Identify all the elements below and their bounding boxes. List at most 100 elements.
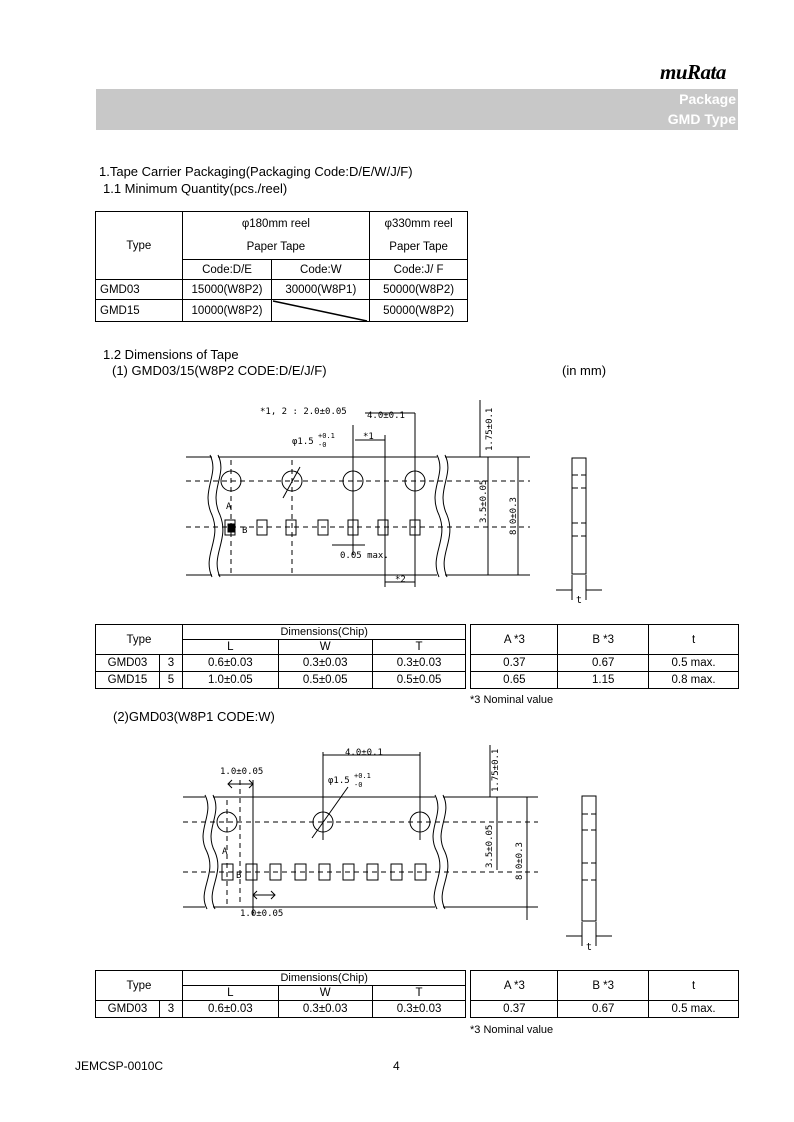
label-b: B	[236, 871, 241, 881]
dims-t-cell: 0.5±0.05	[371, 671, 467, 689]
nominal-note-2: *3 Nominal value	[470, 1024, 554, 1036]
unit-label: (in mm)	[562, 363, 607, 378]
dims-tt-cell: 0.5 max.	[648, 1000, 739, 1018]
dims-tcol-header: T	[371, 639, 467, 655]
qty-type-cell: GMD15	[95, 299, 183, 322]
label-a: A	[226, 502, 232, 512]
chip-pitch-bottom: 1.0±0.05	[240, 909, 283, 919]
dims-type-cell: GMD03	[95, 654, 160, 672]
dims-type-cell: GMD03	[95, 1000, 160, 1018]
dims-a-cell: 0.65	[470, 671, 559, 689]
table-row: GMD03 3 0.6±0.03 0.3±0.03 0.3±0.03 0.37 …	[95, 654, 739, 672]
section12-title: 1.2 Dimensions of Tape	[103, 347, 239, 362]
qty-type-cell: GMD03	[95, 279, 183, 300]
dims-type-header: Type	[95, 624, 183, 655]
qty-w-cell: 30000(W8P1)	[271, 279, 371, 300]
dims-type-cell: GMD15	[95, 671, 160, 689]
section1-title: 1.Tape Carrier Packaging(Packaging Code:…	[99, 164, 413, 179]
table-row: GMD15 5 1.0±0.05 0.5±0.05 0.5±0.05 0.65 …	[95, 671, 739, 689]
dims-w-header: W	[277, 985, 373, 1001]
qty-w-cell-na	[271, 299, 371, 322]
dims-code-cell: 5	[158, 671, 183, 689]
table-row: GMD03 3 0.6±0.03 0.3±0.03 0.3±0.03 0.37 …	[95, 1000, 739, 1018]
dims-l-cell: 0.6±0.03	[181, 1000, 279, 1018]
dims-b-header: B *3	[557, 970, 650, 1001]
qty-paper-tape-330: Paper Tape	[369, 235, 468, 260]
dims-t-cell: 0.3±0.03	[371, 1000, 467, 1018]
dims-l-header: L	[181, 639, 279, 655]
dims-b-cell: 0.67	[557, 654, 650, 672]
pitch-label: 4.0±0.1	[367, 411, 405, 421]
dims-l-cell: 1.0±0.05	[181, 671, 279, 689]
note-star12: *1, 2 : 2.0±0.05	[260, 407, 347, 417]
star1-label: *1	[363, 432, 374, 442]
qty-type-header: Type	[95, 211, 183, 280]
section12-sub2: (2)GMD03(W8P1 CODE:W)	[113, 709, 275, 724]
hole-tol-minus: -0	[354, 781, 362, 789]
header-banner: Package GMD Type	[96, 89, 738, 130]
dims-t-header: t	[648, 624, 739, 655]
row-dim: 3.5±0.05	[485, 825, 495, 868]
label-b: B	[242, 526, 247, 536]
chip-dims-table-1: Type Dimensions(Chip) A *3 B *3 t L W T …	[95, 624, 739, 689]
dims-w-cell: 0.3±0.03	[277, 1000, 373, 1018]
banner-type: GMD Type	[667, 111, 736, 127]
dims-b-cell: 0.67	[557, 1000, 650, 1018]
edge-dim: 1.75±0.1	[491, 749, 501, 792]
qty-jf-cell: 50000(W8P2)	[369, 299, 468, 322]
min-quantity-table: Type φ180mm reel φ330mm reel Paper Tape …	[95, 211, 468, 322]
qty-reel330-header: φ330mm reel	[369, 211, 468, 236]
dims-b-header: B *3	[557, 624, 650, 655]
nominal-note-1: *3 Nominal value	[470, 694, 554, 706]
dims-a-header: A *3	[470, 970, 559, 1001]
qty-de-cell: 15000(W8P2)	[181, 279, 273, 300]
qty-paper-tape-180: Paper Tape	[181, 235, 371, 260]
edge-dim: 1.75±0.1	[485, 408, 495, 451]
hole-tol-minus: -0	[318, 441, 326, 449]
hole-tol-plus: +0.1	[318, 432, 335, 440]
row-dim: 3.5±0.05	[479, 480, 489, 523]
dims-code-cell: 3	[158, 1000, 183, 1018]
page-number: 4	[393, 1059, 400, 1073]
dims-w-header: W	[277, 639, 373, 655]
width-dim: 8.0±0.3	[515, 842, 525, 880]
hole-diameter-label: φ1.5	[328, 776, 350, 786]
tape-diagram-w8p2: *1, 2 : 2.0±0.05 4.0±0.1 φ1.5 +0.1 -0 *1…	[186, 400, 602, 606]
dims-a-cell: 0.37	[470, 1000, 559, 1018]
murata-logo: muRata	[660, 60, 726, 84]
tape-diagram-w8p1: 4.0±0.1 1.0±0.05 1.0±0.05 φ1.5 +0.1 -0 A…	[183, 745, 612, 953]
qty-reel180-header: φ180mm reel	[181, 211, 371, 236]
qty-code-w: Code:W	[271, 259, 371, 280]
dims-b-cell: 1.15	[557, 671, 650, 689]
dims-tcol-header: T	[371, 985, 467, 1001]
star2-label: *2	[395, 575, 406, 585]
dims-t-cell: 0.3±0.03	[371, 654, 467, 672]
chip-dims-table-2: Type Dimensions(Chip) A *3 B *3 t L W T …	[95, 970, 739, 1018]
table-row: GMD15 10000(W8P2) 50000(W8P2)	[95, 299, 468, 322]
max-gap-label: 0.05 max.	[340, 551, 389, 561]
dims-tt-cell: 0.5 max.	[648, 654, 739, 672]
dims-l-cell: 0.6±0.03	[181, 654, 279, 672]
dims-tt-cell: 0.8 max.	[648, 671, 739, 689]
section1-subtitle: 1.1 Minimum Quantity(pcs./reel)	[103, 181, 288, 196]
label-t: t	[576, 595, 582, 606]
doc-id: JEMCSP-0010C	[75, 1059, 164, 1073]
section12-sub1: (1) GMD03/15(W8P2 CODE:D/E/J/F)	[112, 363, 327, 378]
banner-package: Package	[679, 91, 736, 107]
dims-l-header: L	[181, 985, 279, 1001]
qty-de-cell: 10000(W8P2)	[181, 299, 273, 322]
dims-t-header: t	[648, 970, 739, 1001]
width-dim: 8.0±0.3	[509, 497, 519, 535]
dims-w-cell: 0.3±0.03	[277, 654, 373, 672]
dims-a-header: A *3	[470, 624, 559, 655]
qty-code-jf: Code:J/ F	[369, 259, 468, 280]
dims-chip-header: Dimensions(Chip)	[181, 970, 467, 986]
qty-jf-cell: 50000(W8P2)	[369, 279, 468, 300]
pitch-label: 4.0±0.1	[345, 748, 383, 758]
dims-w-cell: 0.5±0.05	[277, 671, 373, 689]
hole-tol-plus: +0.1	[354, 772, 371, 780]
dims-type-header: Type	[95, 970, 183, 1001]
dims-a-cell: 0.37	[470, 654, 559, 672]
label-t: t	[586, 942, 592, 953]
table-row: GMD03 15000(W8P2) 30000(W8P1) 50000(W8P2…	[95, 279, 468, 300]
